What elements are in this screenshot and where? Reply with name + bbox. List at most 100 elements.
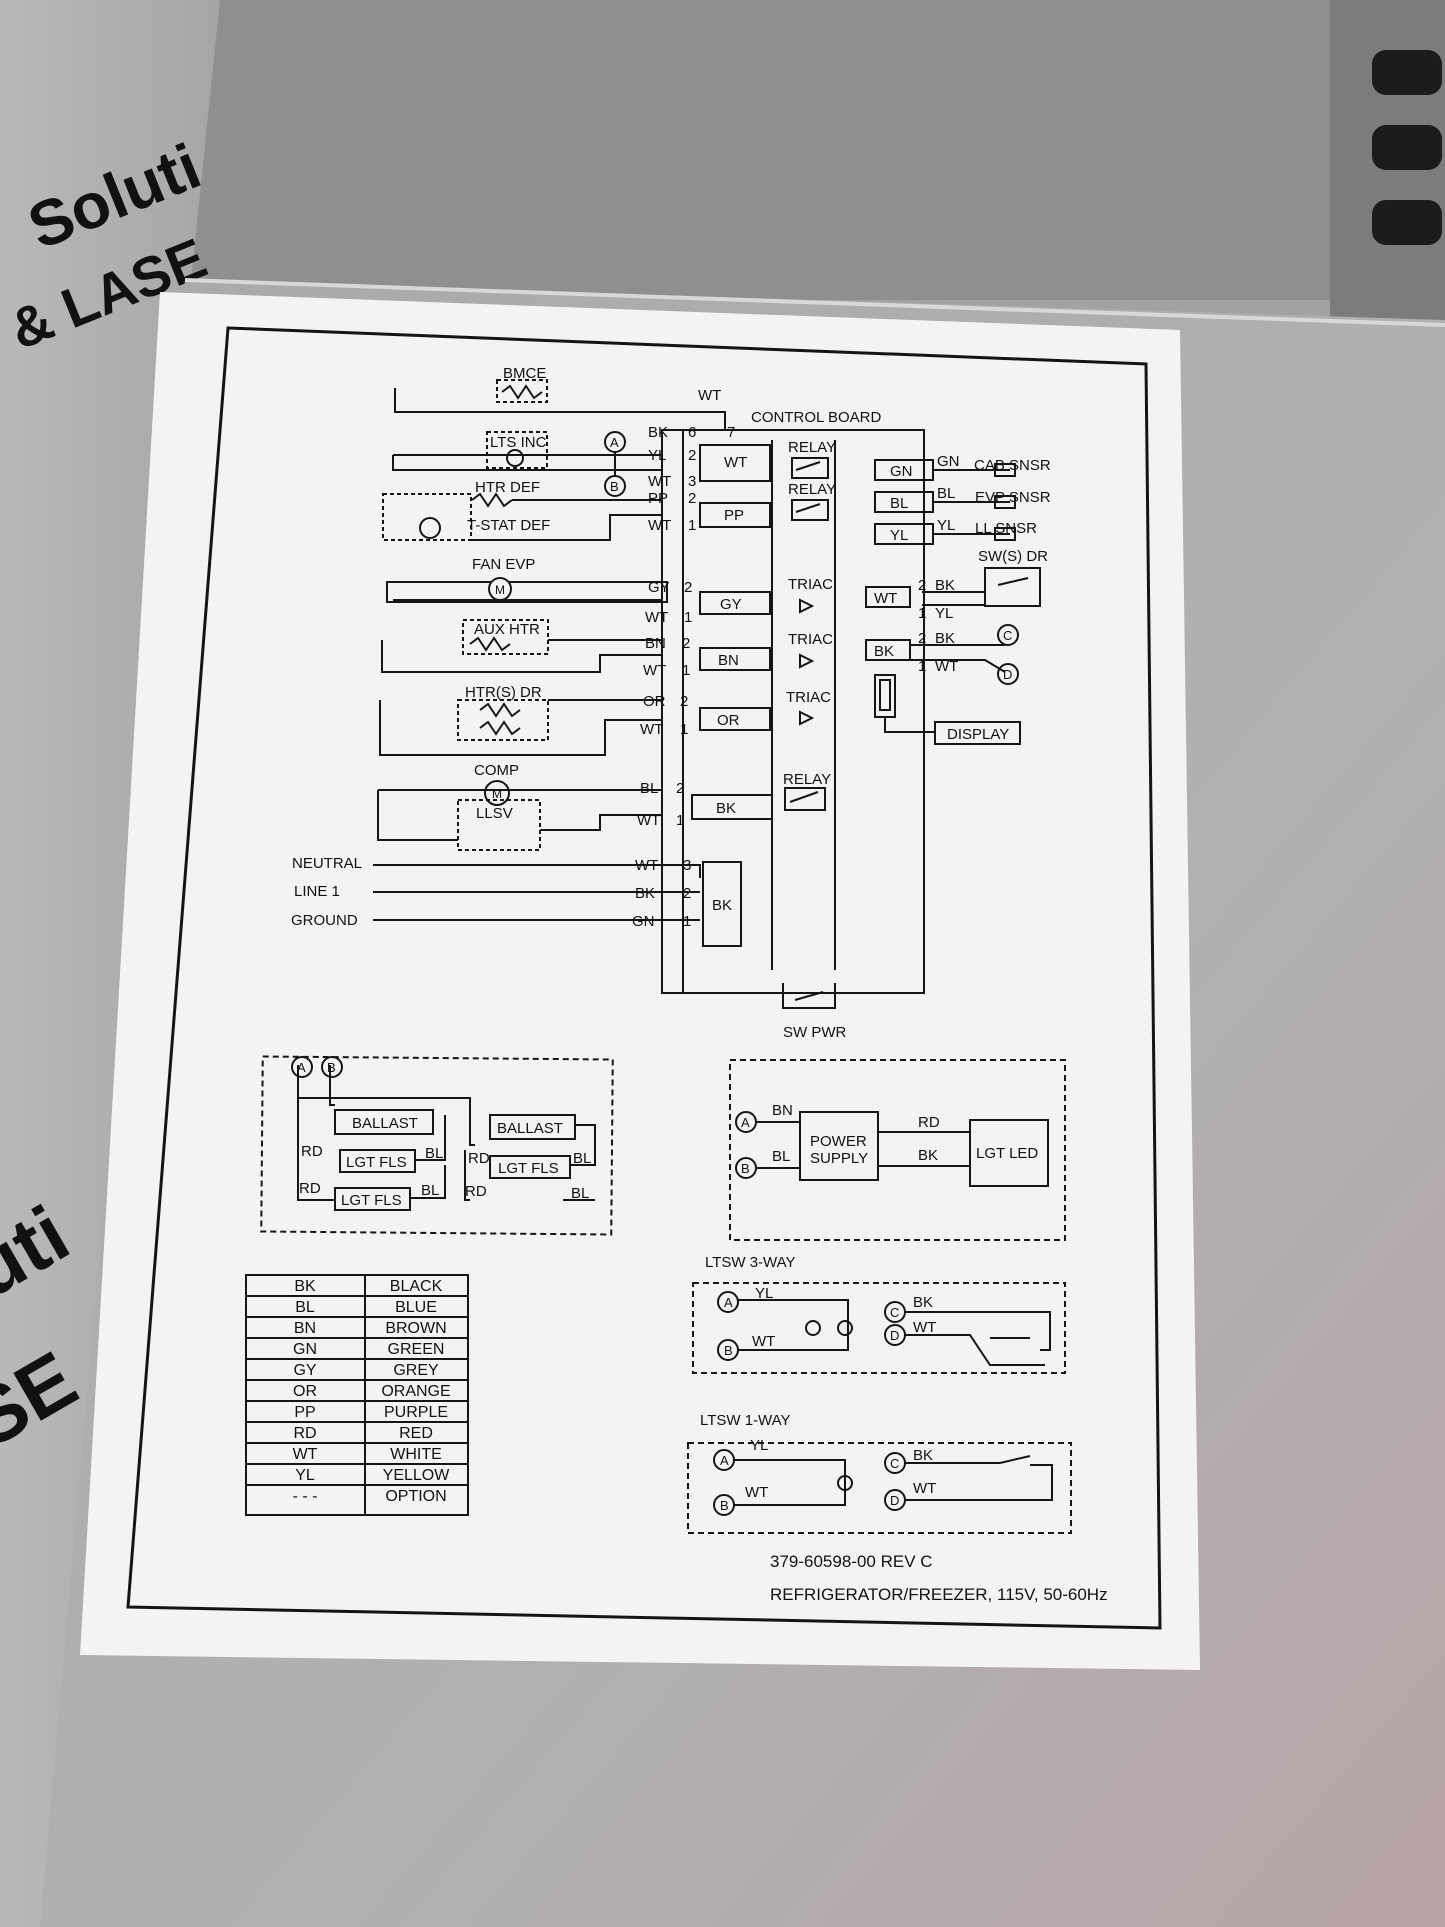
legend-code: RD xyxy=(293,1425,316,1442)
led-wire-rd: RD xyxy=(918,1114,940,1131)
right-wire-yl: YL xyxy=(935,605,953,622)
board-box-bk: BK xyxy=(716,800,736,817)
legend-color-name: OPTION xyxy=(385,1488,446,1505)
board-box-bk2: BK xyxy=(712,897,732,914)
led-wire-bl: BL xyxy=(772,1148,790,1165)
ltsw1-wt2: WT xyxy=(913,1480,936,1497)
ltsw1-title: LTSW 1-WAY xyxy=(700,1412,791,1429)
label-line1: LINE 1 xyxy=(294,883,340,900)
motor-comp: M xyxy=(492,787,502,801)
pin-7: 7 xyxy=(727,424,735,441)
ltsw3-conn-a: A xyxy=(724,1295,733,1310)
pin-2f: 2 xyxy=(676,780,684,797)
ltsw3-yl: YL xyxy=(755,1285,773,1302)
relay-2: RELAY xyxy=(788,481,836,498)
relay-3: RELAY xyxy=(783,771,831,788)
label-ground: GROUND xyxy=(291,912,358,929)
ballast-2: BALLAST xyxy=(497,1120,563,1137)
right-wire-bk: BK xyxy=(935,577,955,594)
label-sw-dr: SW(S) DR xyxy=(978,548,1048,565)
wire-wt7: WT xyxy=(635,857,658,874)
label-htr-def: HTR DEF xyxy=(475,479,540,496)
legend-code: BK xyxy=(294,1278,316,1295)
wire-bl-right: BL xyxy=(937,485,955,502)
right-wire-wt: WT xyxy=(935,658,958,675)
pin-2a: 2 xyxy=(688,447,696,464)
legend-color-name: YELLOW xyxy=(383,1467,451,1484)
right-box-bk: BK xyxy=(874,643,894,660)
pin-6: 6 xyxy=(688,424,696,441)
upper-metal-panel xyxy=(0,0,1445,300)
ltsw3-wt2: WT xyxy=(913,1319,936,1336)
wire-wt3: WT xyxy=(645,609,668,626)
ltsw1-conn-c: C xyxy=(890,1456,899,1471)
pin-1f: 1 xyxy=(683,913,691,930)
wire-gn: GN xyxy=(632,913,655,930)
pin-1d: 1 xyxy=(680,721,688,738)
triac-1: TRIAC xyxy=(788,576,833,593)
label-cab-snsr: CAB SNSR xyxy=(974,457,1051,474)
legend-code: PP xyxy=(294,1404,315,1421)
ballast-bl-1: BL xyxy=(425,1145,443,1162)
label-evp-snsr: EVP SNSR xyxy=(975,489,1051,506)
relay-1: RELAY xyxy=(788,439,836,456)
led-wire-bn: BN xyxy=(772,1102,793,1119)
wire-gn-right: GN xyxy=(937,453,960,470)
legend-color-name: RED xyxy=(399,1425,433,1442)
diagram-border xyxy=(126,326,1162,1630)
legend-color-name: GREY xyxy=(393,1362,439,1379)
triac-3: TRIAC xyxy=(786,689,831,706)
led-conn-b: B xyxy=(741,1161,750,1176)
wire-wt1: WT xyxy=(648,473,671,490)
pin-3: 3 xyxy=(688,473,696,490)
legend-code: WT xyxy=(293,1446,318,1463)
label-comp: COMP xyxy=(474,762,519,779)
board-box-bn: BN xyxy=(718,652,739,669)
label-fan-evp: FAN EVP xyxy=(472,556,535,573)
board-box-wt: WT xyxy=(724,454,747,471)
ltsw3-conn-d: D xyxy=(890,1328,899,1343)
ballast-bl-2: BL xyxy=(421,1182,439,1199)
label-llsv: LLSV xyxy=(476,805,513,822)
footer-part-number: 379-60598-00 REV C xyxy=(770,1552,933,1571)
ltsw1-wt: WT xyxy=(745,1484,768,1501)
power-supply-line1: POWER xyxy=(810,1133,867,1150)
pin-2c: 2 xyxy=(684,579,692,596)
right-pin-1: 1 xyxy=(918,605,926,622)
ballast-bl-4: BL xyxy=(571,1185,589,1202)
wire-bk2: BK xyxy=(635,885,655,902)
legend-code: - - - xyxy=(293,1488,318,1505)
lgt-fls-1: LGT FLS xyxy=(346,1154,407,1171)
pin-1c: 1 xyxy=(682,662,690,679)
connector-b: B xyxy=(610,479,619,494)
legend-code: GY xyxy=(293,1362,316,1379)
ballast-bl-3: BL xyxy=(573,1150,591,1167)
wire-wt5: WT xyxy=(640,721,663,738)
label-aux-htr: AUX HTR xyxy=(474,621,540,638)
led-conn-a: A xyxy=(741,1115,750,1130)
legend-color-name: BLUE xyxy=(395,1299,437,1316)
legend-color-name: BROWN xyxy=(385,1320,446,1337)
connector-c: C xyxy=(1003,628,1012,643)
power-supply-line2: SUPPLY xyxy=(810,1150,868,1167)
wire-bn: BN xyxy=(645,635,666,652)
legend-color-name: PURPLE xyxy=(384,1404,448,1421)
label-bmce: BMCE xyxy=(503,365,546,382)
right-pin-2: 2 xyxy=(918,577,926,594)
ballast-1: BALLAST xyxy=(352,1115,418,1132)
pin-2e: 2 xyxy=(680,693,688,710)
legend-color-name: WHITE xyxy=(390,1446,442,1463)
control-board-outline xyxy=(661,429,925,994)
wiring-diagram-sheet xyxy=(80,292,1200,1670)
wire-wt4: WT xyxy=(643,662,666,679)
led-wire-bk: BK xyxy=(918,1147,938,1164)
legend-code: BN xyxy=(294,1320,316,1337)
sensor-box-yl: YL xyxy=(890,527,908,544)
pin-2d: 2 xyxy=(682,635,690,652)
label-neutral: NEUTRAL xyxy=(292,855,362,872)
legend-code: GN xyxy=(293,1341,317,1358)
ltsw3-bk: BK xyxy=(913,1294,933,1311)
label-htrs-dr: HTR(S) DR xyxy=(465,684,542,701)
pin-2g: 2 xyxy=(683,885,691,902)
